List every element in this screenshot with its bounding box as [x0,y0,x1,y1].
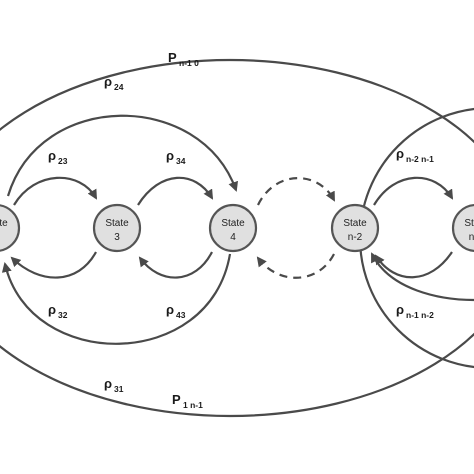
label-rho-31-symbol: ρ [104,376,112,391]
label-rho-n1-n2-symbol: ρ [396,302,404,317]
label-p-n1-0-symbol: P [168,50,177,65]
arc-state3-to-state2 [10,251,97,279]
node-state-n-1-line1: State [464,218,474,229]
label-rho-43: ρ 43 [166,302,186,320]
dashed-arc-state4-to-staten2 [257,177,335,206]
node-state-2-line1: State [0,218,8,229]
node-state-4-line1: State [221,218,245,229]
label-rho-23: ρ 23 [48,148,68,166]
label-rho-n2-n1-symbol: ρ [396,146,404,161]
label-rho-43-subscript: 43 [176,310,186,320]
label-rho-n1-n2-subscript: n-1 n-2 [406,310,434,320]
label-rho-n2-n1-subscript: n-2 n-1 [406,154,434,164]
arc-staten1-to-staten2 [371,252,474,302]
label-rho-24: ρ 24 [104,74,124,92]
node-state-4: State 4 [208,203,258,253]
label-rho-32-subscript: 32 [58,310,68,320]
node-state-4-line2: 4 [230,232,236,243]
node-state-n-1-line2: n-1 [469,232,474,243]
node-state-n-2-line1: State [343,218,367,229]
label-p-1-n1-subscript: 1 n-1 [183,400,203,410]
label-rho-32: ρ 32 [48,302,68,320]
label-p-1-n1: P 1 n-1 [172,392,203,410]
label-rho-23-subscript: 23 [58,156,68,166]
label-rho-24-symbol: ρ [104,74,112,89]
arc-state2-to-state4 [6,114,238,197]
label-rho-31: ρ 31 [104,376,124,394]
node-state-3: State 3 [92,203,142,253]
label-rho-n1-n2: ρ n-1 n-2 [396,302,434,320]
node-state-3-line1: State [105,218,129,229]
arc-state3-to-state4 [137,176,214,206]
arc-staten2-to-staten1 [373,176,454,206]
arc-state2-to-state3 [13,176,97,206]
node-state-2: State 2 [0,204,21,252]
label-p-n1-0-subscript: n-1 0 [179,58,199,68]
label-p-1-n1-symbol: P [172,392,181,407]
outer-transition-ellipse [0,58,474,418]
node-state-n-2-line2: n-2 [348,232,363,243]
label-rho-23-symbol: ρ [48,148,56,163]
arc-staten1-to-staten2-short [374,251,453,279]
label-rho-34-symbol: ρ [166,148,174,163]
label-p-n1-0: P n-1 0 [168,50,199,68]
label-rho-32-symbol: ρ [48,302,56,317]
arc-state4-to-state1-lower [1,253,232,345]
label-rho-34: ρ 34 [166,148,186,166]
label-rho-24-subscript: 24 [114,82,124,92]
label-rho-34-subscript: 34 [176,156,186,166]
node-state-3-line2: 3 [114,232,120,243]
node-state-n-1: State n-1 [451,203,474,253]
dashed-arc-staten2-to-state4 [256,253,335,279]
node-state-n-2: State n-2 [330,203,380,253]
label-rho-n2-n1: ρ n-2 n-1 [396,146,434,164]
label-rho-31-subscript: 31 [114,384,124,394]
label-rho-43-symbol: ρ [166,302,174,317]
arc-state4-to-state3 [138,251,213,279]
